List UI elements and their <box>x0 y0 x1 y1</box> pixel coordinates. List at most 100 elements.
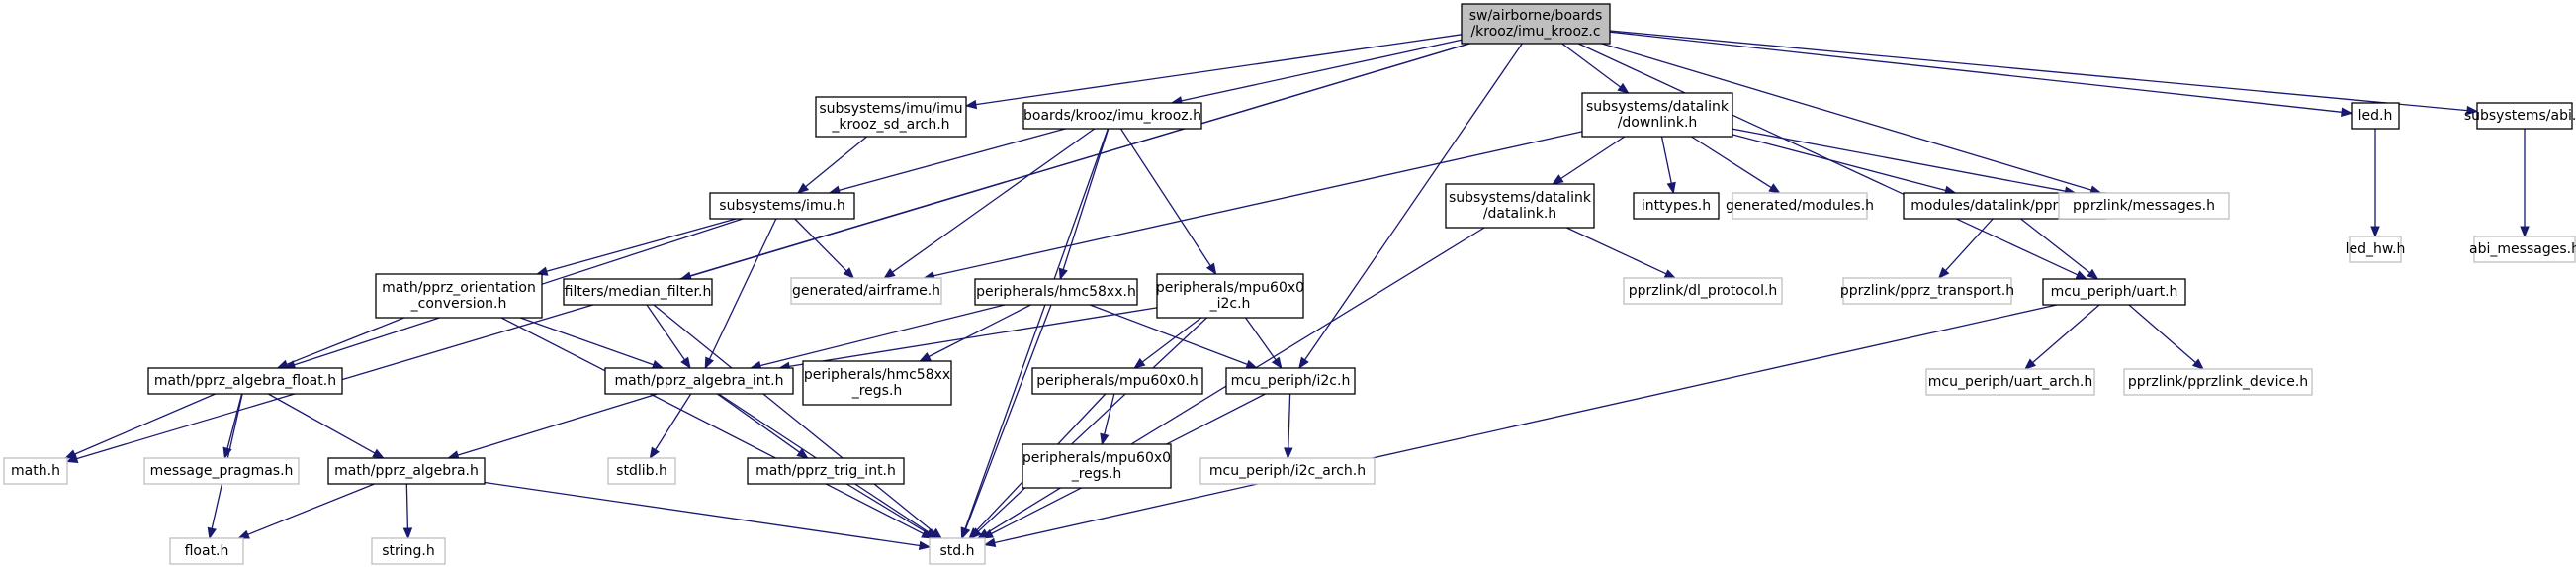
node-algebra-int[interactable]: math/pprz_algebra_int.h <box>604 367 794 395</box>
edge-mcu_uart-to-uart_arch <box>2023 304 2100 370</box>
node-math-h[interactable]: math.h <box>3 457 68 485</box>
edge-imu_krooz_h-to-mpu60x0_i2c <box>1119 128 1217 276</box>
node-pprzlink-device[interactable]: pprzlink/pprzlink_device.h <box>2123 368 2313 396</box>
node-pprzlink-messages[interactable]: pprzlink/messages.h <box>2058 192 2230 220</box>
edge-arrowhead <box>918 540 932 551</box>
node-box <box>1925 368 2095 396</box>
edge-arrowhead <box>2075 270 2088 280</box>
node-mcu-uart[interactable]: mcu_periph/uart.h <box>2042 278 2186 306</box>
node-box <box>1633 192 1720 220</box>
edge-root-to-led_h <box>1609 31 2354 117</box>
edge-line <box>1566 227 1667 275</box>
edge-algebra_int-to-algebra <box>447 393 658 460</box>
node-i2c-arch[interactable]: mcu_periph/i2c_arch.h <box>1199 457 1376 485</box>
node-gen-airframe[interactable]: generated/airframe.h <box>790 277 942 305</box>
node-label: peripherals/mpu60x0 <box>1156 280 1304 296</box>
node-box <box>1199 457 1376 485</box>
node-hmc58xx[interactable]: peripherals/hmc58xx.h <box>974 278 1138 306</box>
node-label: sw/airborne/boards <box>1469 8 1603 24</box>
edge-dl_downlink-to-gen_modules <box>1691 136 1781 194</box>
node-mcu-i2c[interactable]: mcu_periph/i2c.h <box>1225 367 1356 395</box>
edge-layer <box>64 30 2530 551</box>
node-dl-protocol[interactable]: pprzlink/dl_protocol.h <box>1623 277 1783 305</box>
node-label: /krooz/imu_krooz.c <box>1470 24 1600 40</box>
edge-arrowhead <box>2191 358 2205 370</box>
node-box <box>1842 277 2012 305</box>
node-label: modules/datalink/pprz_dl.h <box>1910 198 2097 214</box>
edge-line <box>975 34 1463 106</box>
node-label: mcu_periph/i2c_arch.h <box>1209 463 1366 479</box>
edge-arrowhead <box>843 267 855 279</box>
edge-arrowhead <box>402 527 413 540</box>
node-dl-downlink[interactable]: subsystems/datalink/downlink.h <box>1581 92 1733 138</box>
edge-dl_downlink-to-inttypes <box>1660 136 1676 195</box>
edge-line <box>788 307 1158 368</box>
node-dl-datalink[interactable]: subsystems/datalink/datalink.h <box>1445 183 1595 229</box>
edge-arrowhead <box>680 356 691 370</box>
node-imu-sd[interactable]: subsystems/imu/imu_krooz_sd_arch.h <box>815 96 967 138</box>
node-float-h[interactable]: float.h <box>169 537 244 565</box>
node-msg-pragmas[interactable]: message_pragmas.h <box>143 457 300 485</box>
node-trig-int[interactable]: math/pprz_trig_int.h <box>747 457 905 485</box>
node-mpu60x0-regs[interactable]: peripherals/mpu60x0_regs.h <box>1022 443 1172 489</box>
node-string-h[interactable]: string.h <box>371 537 446 565</box>
edge-mpu60x0-to-mpu60x0_regs <box>1100 393 1115 446</box>
node-box <box>371 537 446 565</box>
node-hmc58xx-regs[interactable]: peripherals/hmc58xx_regs.h <box>802 360 952 406</box>
edge-arrowhead <box>1666 181 1676 195</box>
edge-arrowhead <box>64 449 77 459</box>
node-std-h[interactable]: std.h <box>929 537 986 565</box>
edge-line <box>1288 393 1291 449</box>
edge-line <box>759 304 1006 367</box>
node-led-h[interactable]: led.h <box>2351 102 2400 130</box>
edge-root-to-imu_krooz_h <box>1170 39 1463 106</box>
edge-line <box>1561 43 1621 88</box>
node-label: led.h <box>2358 108 2393 124</box>
node-inttypes[interactable]: inttypes.h <box>1633 192 1720 220</box>
node-abi-messages[interactable]: abi_messages.h <box>2469 236 2576 263</box>
node-abi-h[interactable]: subsystems/abi.h <box>2464 102 2576 130</box>
node-median[interactable]: filters/median_filter.h <box>563 278 713 306</box>
node-label: peripherals/mpu60x0 <box>1022 450 1171 466</box>
node-label: /downlink.h <box>1618 115 1698 131</box>
node-label: math/pprz_algebra_int.h <box>615 373 784 389</box>
node-label: subsystems/imu/imu <box>819 101 962 117</box>
edge-median-to-std_h <box>653 304 943 539</box>
node-imu-h[interactable]: subsystems/imu.h <box>709 192 855 220</box>
edge-mcu_uart-to-std_h <box>983 304 2058 548</box>
node-algebra[interactable]: math/pprz_algebra.h <box>327 457 486 485</box>
node-gen-modules[interactable]: generated/modules.h <box>1726 192 1874 220</box>
edge-arrowhead <box>2466 105 2479 116</box>
edge-algebra_int-to-trig_int <box>716 393 809 459</box>
node-box <box>929 537 986 565</box>
edge-arrowhead <box>649 446 660 460</box>
edge-line <box>1304 43 1523 361</box>
node-box <box>2473 236 2576 263</box>
edge-arrowhead <box>1271 356 1283 370</box>
node-uart-arch[interactable]: mcu_periph/uart_arch.h <box>1925 368 2095 396</box>
node-label: inttypes.h <box>1642 198 1711 214</box>
edge-line <box>2032 304 2100 363</box>
node-imu-krooz-h[interactable]: boards/krooz/imu_krooz.h <box>1022 102 1202 130</box>
edge-algebra-to-string_h <box>402 483 413 540</box>
node-pprz-transport[interactable]: pprzlink/pprz_transport.h <box>1840 277 2014 305</box>
edge-line <box>405 483 409 529</box>
edge-arrowhead <box>207 526 217 540</box>
edge-imu_h-to-orientation <box>535 218 737 276</box>
node-orientation[interactable]: math/pprz_orientation_conversion.h <box>375 273 543 319</box>
node-mpu60x0-i2c[interactable]: peripherals/mpu60x0_i2c.h <box>1156 273 1304 319</box>
edge-line <box>500 317 924 534</box>
node-mpu60x0[interactable]: peripherals/mpu60x0.h <box>1031 367 1203 395</box>
edge-root-to-abi_h <box>1609 30 2479 116</box>
node-root[interactable]: sw/airborne/boards/krooz/imu_krooz.c <box>1461 3 1611 45</box>
node-stdlib[interactable]: stdlib.h <box>607 457 676 485</box>
node-box <box>802 360 952 406</box>
edge-pprz_dl-to-mcu_uart <box>2020 218 2099 280</box>
node-label: _regs.h <box>1071 466 1122 482</box>
node-algebra-float[interactable]: math/pprz_algebra_float.h <box>147 367 343 395</box>
edge-trig_int-to-std_h <box>845 483 937 539</box>
node-label: float.h <box>185 543 229 559</box>
node-label: boards/krooz/imu_krooz.h <box>1023 108 1201 124</box>
node-led-hw[interactable]: led_hw.h <box>2346 236 2406 263</box>
node-box <box>1581 92 1733 138</box>
